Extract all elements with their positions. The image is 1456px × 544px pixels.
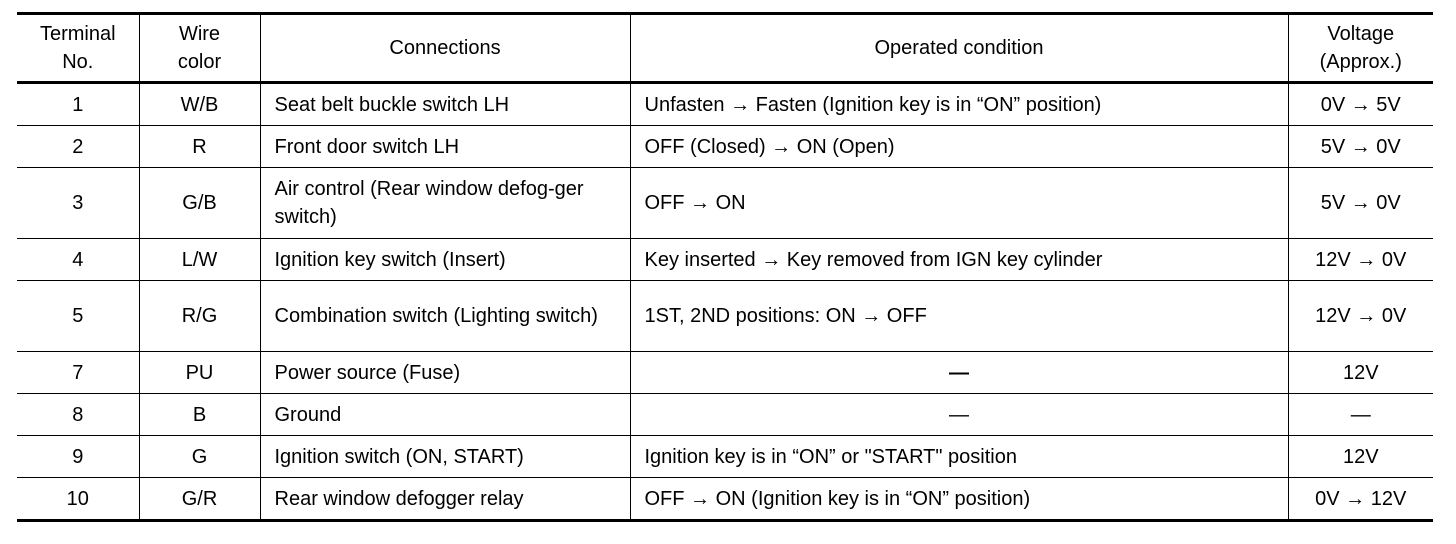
header-voltage: Voltage (Approx.): [1287, 13, 1433, 84]
header-operated-condition: Operated condition: [629, 13, 1289, 84]
wire-color-cell: W/B: [138, 82, 261, 126]
wire-color-cell: L/W: [138, 238, 261, 281]
voltage-cell: —: [1287, 393, 1433, 436]
table-row: 10 G/R Rear window defogger relay OFF → …: [17, 477, 1433, 522]
wire-color-cell: G: [138, 435, 261, 478]
connection-cell: Ground: [259, 393, 631, 436]
connection-cell: Air control (Rear window defog-ger switc…: [259, 167, 631, 239]
wire-color-cell: R: [138, 125, 261, 168]
connection-cell: Seat belt buckle switch LH: [259, 82, 631, 126]
terminal-cell: 4: [17, 238, 140, 281]
terminal-cell: 1: [17, 82, 140, 126]
connection-cell: Ignition key switch (Insert): [259, 238, 631, 281]
connection-cell: Power source (Fuse): [259, 351, 631, 394]
condition-cell: Unfasten → Fasten (Ignition key is in “O…: [629, 82, 1289, 126]
terminal-cell: 5: [17, 280, 140, 352]
voltage-cell: 5V → 0V: [1287, 125, 1433, 168]
connection-cell: Front door switch LH: [259, 125, 631, 168]
condition-cell: Ignition key is in “ON” or "START" posit…: [629, 435, 1289, 478]
terminal-cell: 8: [17, 393, 140, 436]
terminal-cell: 7: [17, 351, 140, 394]
condition-cell: OFF → ON: [629, 167, 1289, 239]
connection-cell: Ignition switch (ON, START): [259, 435, 631, 478]
condition-cell: OFF → ON (Ignition key is in “ON” positi…: [629, 477, 1289, 522]
table-row: 8 B Ground — —: [17, 393, 1433, 436]
terminal-cell: 2: [17, 125, 140, 168]
header-wire-color: Wire color: [138, 13, 261, 84]
condition-cell: Key inserted → Key removed from IGN key …: [629, 238, 1289, 281]
wire-color-cell: R/G: [138, 280, 261, 352]
voltage-cell: 12V: [1287, 435, 1433, 478]
terminal-table-container: Terminal No. Wire color Connections Oper…: [17, 12, 1433, 522]
header-connections: Connections: [259, 13, 631, 84]
connection-cell: Rear window defogger relay: [259, 477, 631, 522]
voltage-cell: 12V → 0V: [1287, 280, 1433, 352]
terminal-cell: 9: [17, 435, 140, 478]
table-header-row: Terminal No. Wire color Connections Oper…: [17, 13, 1433, 84]
voltage-cell: 12V: [1287, 351, 1433, 394]
table-row: 9 G Ignition switch (ON, START) Ignition…: [17, 435, 1433, 478]
condition-cell: 1ST, 2ND positions: ON → OFF: [629, 280, 1289, 352]
wire-color-cell: PU: [138, 351, 261, 394]
table-row: 2 R Front door switch LH OFF (Closed) → …: [17, 125, 1433, 168]
table-row: 4 L/W Ignition key switch (Insert) Key i…: [17, 238, 1433, 281]
voltage-cell: 0V → 5V: [1287, 82, 1433, 126]
connection-cell: Combination switch (Lighting switch): [259, 280, 631, 352]
wire-color-cell: G/B: [138, 167, 261, 239]
terminal-cell: 3: [17, 167, 140, 239]
voltage-cell: 12V → 0V: [1287, 238, 1433, 281]
wire-color-cell: B: [138, 393, 261, 436]
header-terminal-no: Terminal No.: [17, 13, 140, 84]
table-row: 7 PU Power source (Fuse) — 12V: [17, 351, 1433, 394]
table-row: 5 R/G Combination switch (Lighting switc…: [17, 280, 1433, 352]
condition-cell: —: [629, 351, 1289, 394]
condition-cell: OFF (Closed) → ON (Open): [629, 125, 1289, 168]
condition-cell: —: [629, 393, 1289, 436]
wire-color-cell: G/R: [138, 477, 261, 522]
table-row: 1 W/B Seat belt buckle switch LH Unfaste…: [17, 82, 1433, 126]
terminal-table: Terminal No. Wire color Connections Oper…: [17, 12, 1433, 522]
voltage-cell: 0V → 12V: [1287, 477, 1433, 522]
table-row: 3 G/B Air control (Rear window defog-ger…: [17, 167, 1433, 239]
terminal-cell: 10: [17, 477, 140, 522]
voltage-cell: 5V → 0V: [1287, 167, 1433, 239]
